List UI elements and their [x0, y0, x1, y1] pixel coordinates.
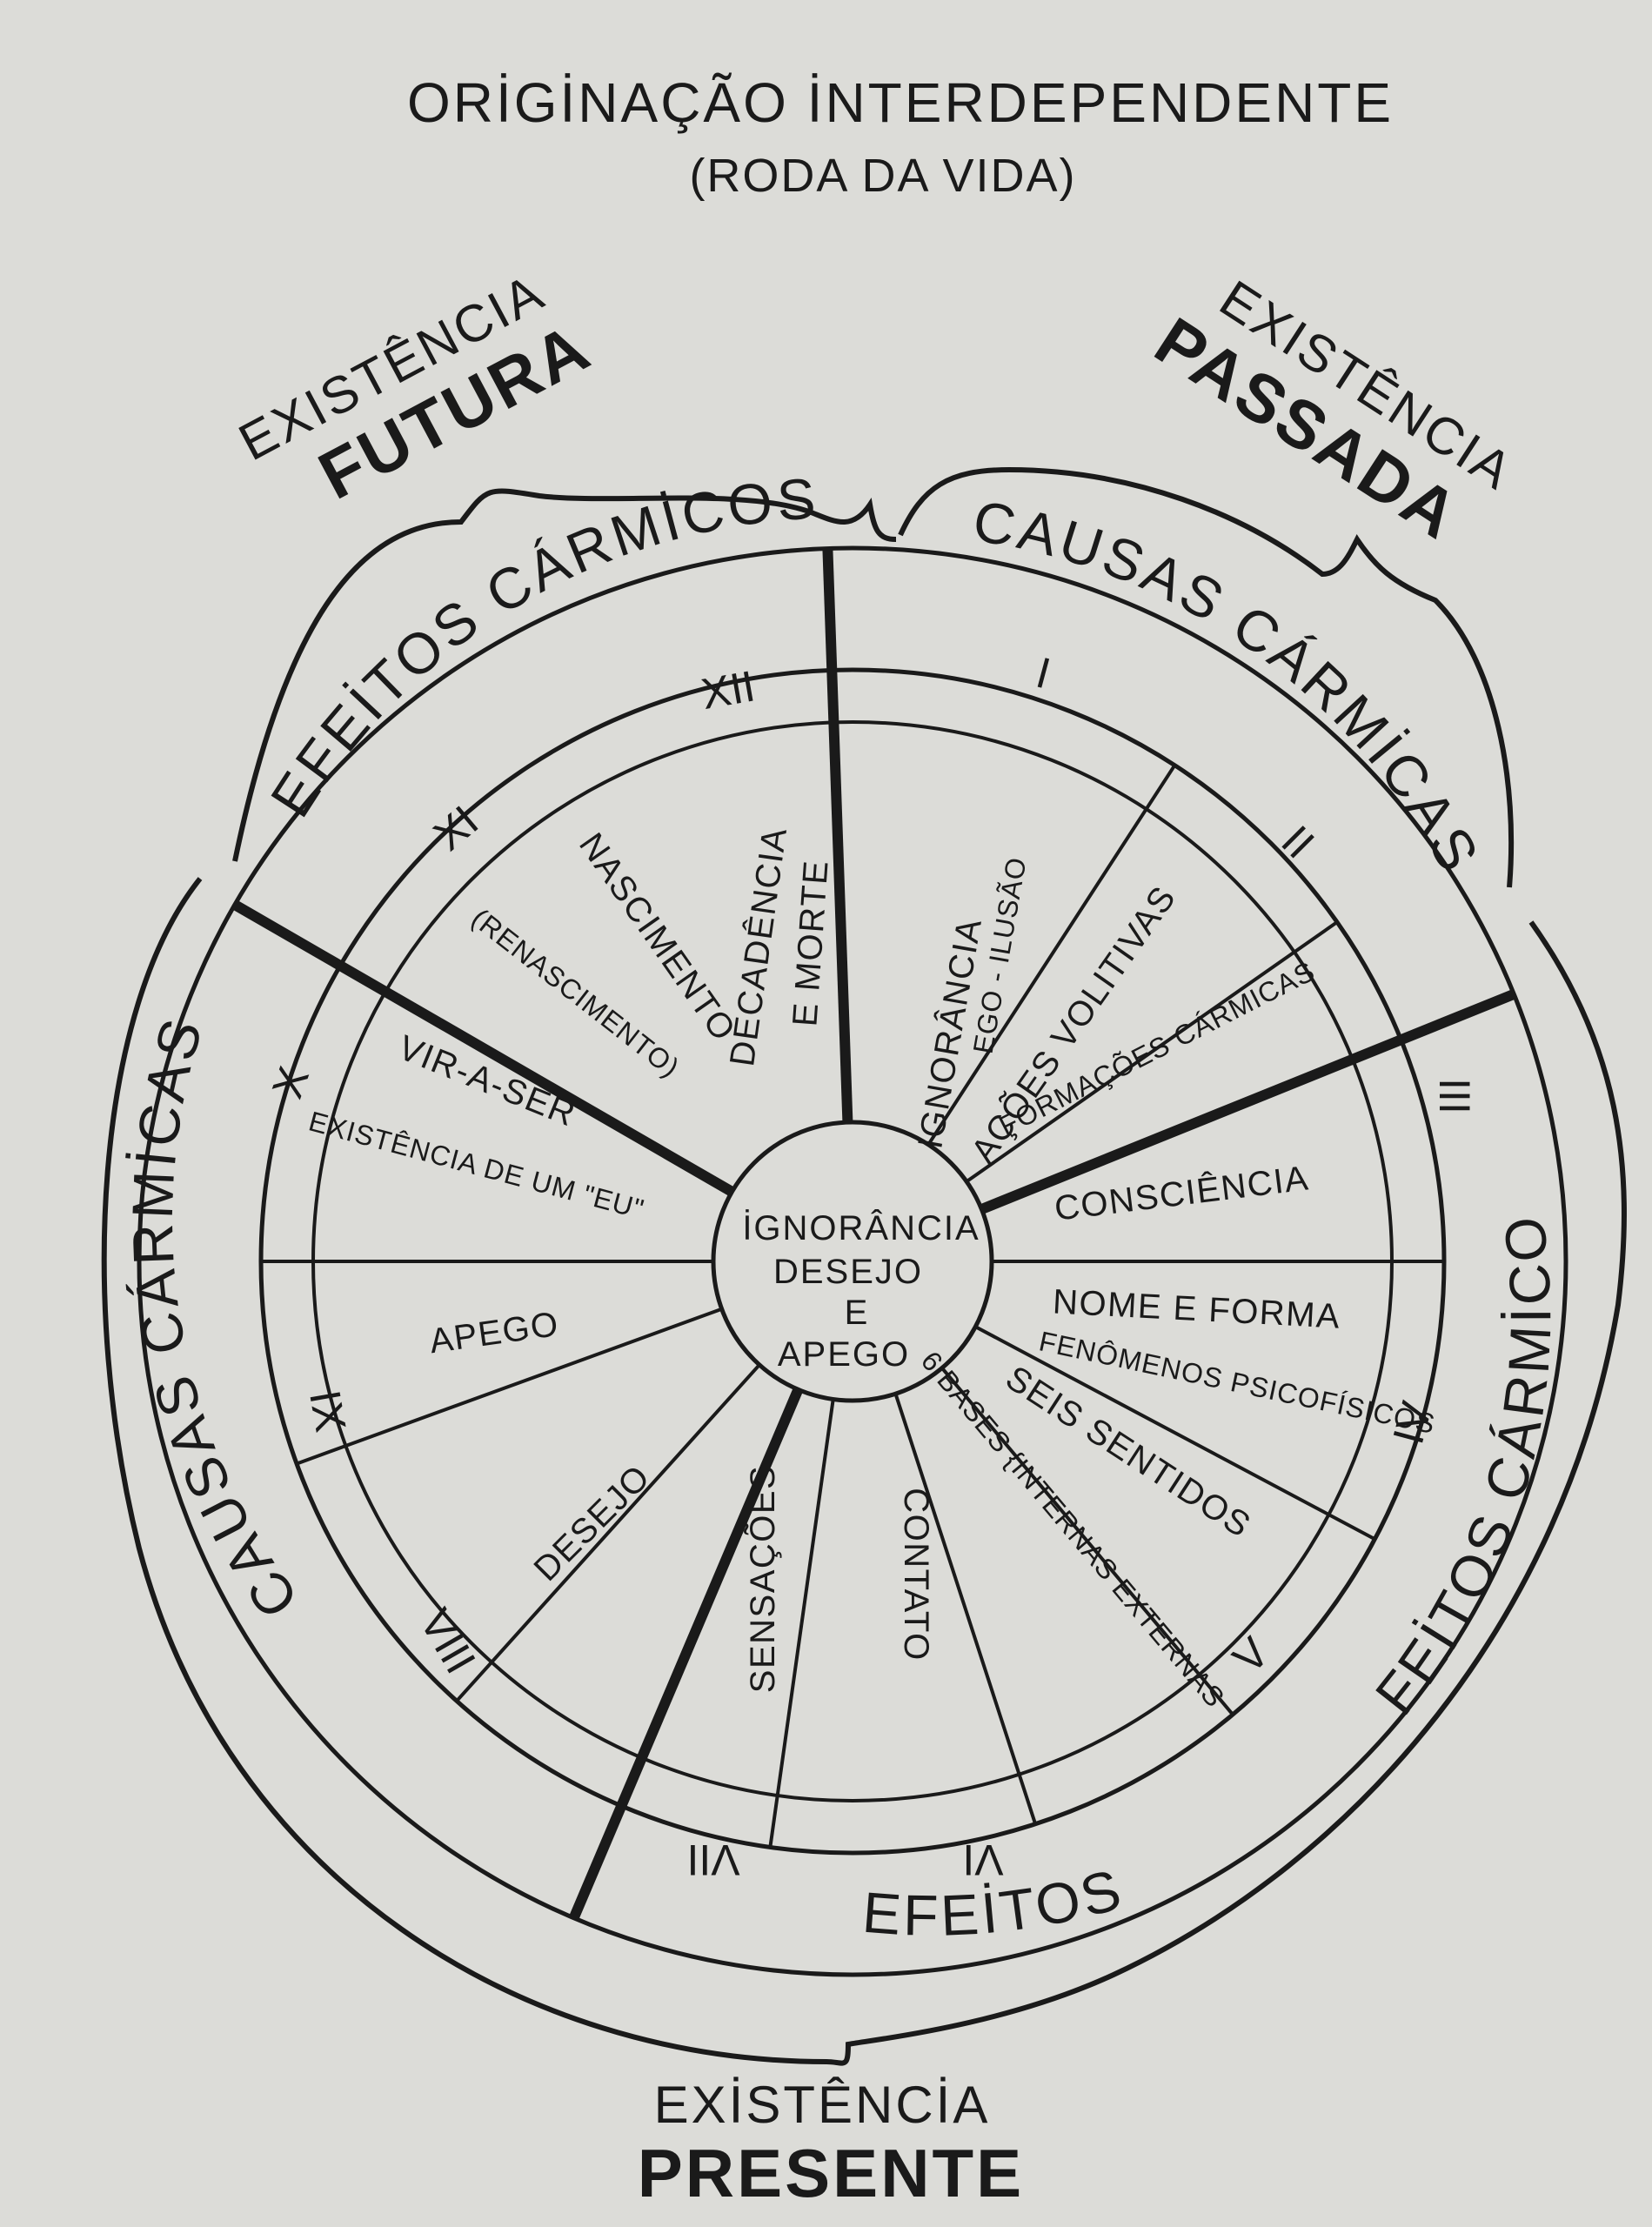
hub-line-desire: DESEJO — [773, 1253, 923, 1291]
thin-spoke — [455, 1363, 761, 1702]
thin-spoke — [893, 1393, 1038, 1825]
outer-ring — [137, 545, 1568, 1977]
numeral-ix: IX — [300, 1387, 355, 1435]
hub-line-and: E — [845, 1294, 870, 1332]
link-name-decay: DECADÊNCIA — [722, 825, 794, 1069]
numeral-i: I — [1031, 648, 1055, 699]
thin-spoke — [940, 1367, 1234, 1716]
thin-spokes — [261, 764, 1444, 1848]
link-name-becoming: VIR-A-SER — [393, 1028, 582, 1134]
diagram-title: ORİGİNAÇÃO İNTERDEPENDENTE — [407, 71, 1394, 134]
link-detail-death: E MORTE — [786, 859, 835, 1028]
link-detail-becoming: EXISTÊNCIA DE UM "EU" — [305, 1106, 647, 1226]
numeral-x: X — [263, 1060, 318, 1105]
present-era-line2: PRESENTE — [638, 2135, 1024, 2211]
link-name-contact: CONTATO — [897, 1488, 935, 1661]
thick-spoke — [822, 548, 853, 1123]
numeral-v: V — [1223, 1628, 1279, 1683]
link-name-craving: DESEJO — [526, 1457, 658, 1588]
present-brace — [101, 877, 1627, 2066]
thick-spoke — [569, 1387, 804, 1921]
link-name-clinging: APEGO — [427, 1305, 561, 1361]
numeral-xii: XII — [698, 661, 759, 719]
thick-spoke — [231, 899, 735, 1197]
thin-spoke — [926, 764, 1177, 1146]
diagram-subtitle: (RODA DA VIDA) — [689, 150, 1076, 202]
hub-line-attachment: APEGO — [778, 1335, 910, 1374]
link-name-sensations: SENSAÇÕES — [743, 1465, 782, 1693]
link-name-name-and-form: NOME E FORMA — [1052, 1282, 1341, 1335]
band-causes-top: CAUSAS CÁRMİCAS — [968, 488, 1492, 884]
numeral-ii: II — [1272, 816, 1323, 867]
future-brace — [232, 488, 897, 862]
past-brace — [898, 466, 1515, 888]
thin-spoke — [768, 1399, 835, 1848]
numeral-iii: III — [1430, 1078, 1479, 1114]
thin-spoke — [974, 1325, 1376, 1542]
thin-spoke — [965, 920, 1339, 1183]
thick-spokes — [231, 548, 1516, 1921]
thick-spoke — [980, 989, 1516, 1214]
hub-line-ignorance: İGNORÂNCIA — [742, 1208, 980, 1247]
thin-spoke — [296, 1307, 723, 1466]
present-era-line1: EXİSTÊNCİA — [654, 2076, 991, 2134]
numeral-vi: VI — [962, 1836, 1003, 1884]
numeral-vii: VII — [686, 1836, 739, 1884]
band-effects-top: EFEİTOS CÁRMİCOS — [257, 465, 820, 827]
